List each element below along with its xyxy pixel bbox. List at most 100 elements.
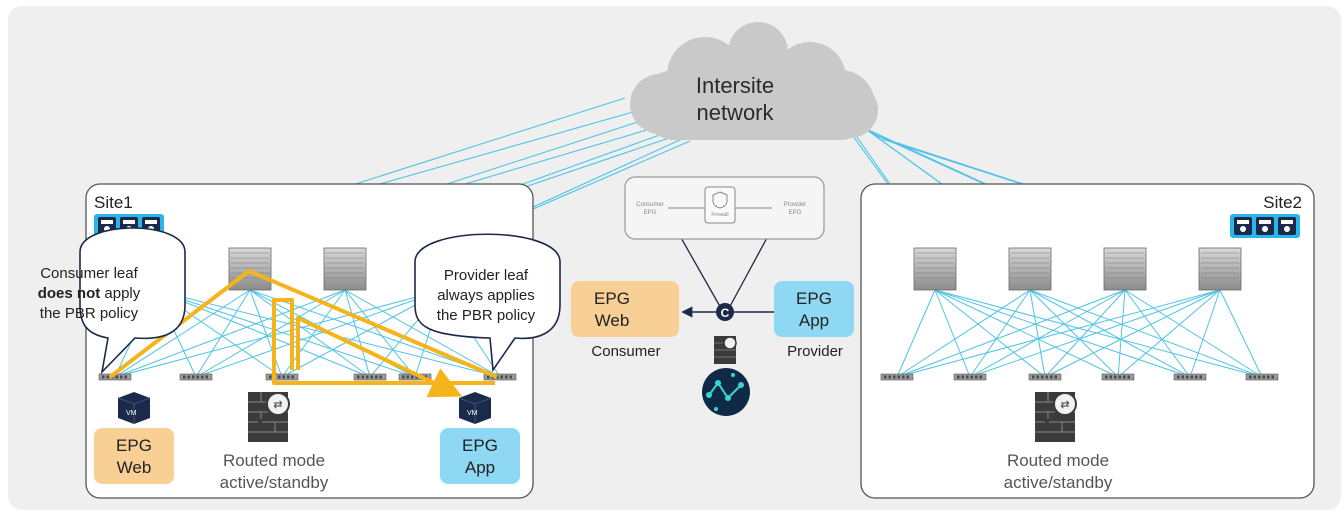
svg-text:App: App [799, 311, 829, 330]
fabric-link [1124, 289, 1263, 378]
fabric-link [1124, 289, 1191, 378]
site1-routed-mode-line1: Routed mode [223, 451, 325, 470]
contract-c-icon: C [716, 303, 734, 321]
leaf-switch-icon [265, 373, 299, 381]
fabric-link [1117, 289, 1221, 378]
site2-label: Site2 [1263, 193, 1302, 212]
site2-controller-cluster-icon [1230, 214, 1300, 238]
orchestrator-icon [702, 368, 750, 416]
vm-web-icon: VM [117, 392, 151, 424]
provider-bubble-line1: Provider leaf [444, 267, 529, 284]
fabric-link [934, 289, 971, 378]
fabric-link [1029, 289, 1263, 378]
fabric-link [1219, 289, 1263, 378]
fabric-link [1029, 289, 1191, 378]
svg-text:EPG: EPG [594, 289, 630, 308]
vm-app-icon: VM [458, 392, 492, 424]
fabric-link [195, 289, 346, 378]
fabric-link [934, 289, 1046, 378]
service-graph-box: Consumer EPG Firewall Provider EPG [624, 176, 825, 311]
svg-text:App: App [465, 458, 495, 477]
fabric-link [969, 289, 1031, 378]
svg-text:Web: Web [595, 311, 630, 330]
provider-to-firewall-path [272, 298, 495, 385]
site1-routed-mode-line2: active/standby [220, 473, 329, 492]
svg-text:⇄: ⇄ [273, 399, 282, 411]
svg-text:VM: VM [126, 410, 137, 417]
fabric-link [195, 289, 444, 378]
fabric-link [969, 289, 1126, 378]
provider-label: Provider [787, 343, 843, 360]
fabric-link [934, 289, 1263, 378]
cloud-label-line1: Intersite [696, 73, 774, 98]
fabric-link [896, 289, 936, 378]
consumer-bubble-line3: the PBR policy [40, 305, 139, 322]
graph-provider-epg-l1: Provider [784, 202, 806, 208]
fabric-link [249, 289, 371, 378]
traffic-path [108, 269, 498, 398]
site1-epg-web-box: EPG Web [94, 428, 174, 484]
leaf-switch-icon [179, 373, 213, 381]
fabric-link [896, 289, 1126, 378]
fabric-link [114, 289, 251, 378]
fabric-link [195, 289, 251, 378]
spine-switch-icon [1103, 247, 1147, 291]
fabric-link [1117, 289, 1126, 378]
leaf-switch-icon [1245, 373, 1279, 381]
svg-text:⇄: ⇄ [1060, 399, 1069, 411]
cloud-label-line2: network [696, 100, 774, 125]
provider-leaf-bubble: Provider leaf always applies the PBR pol… [414, 233, 561, 373]
graph-consumer-epg-l1: Consumer [636, 202, 664, 208]
fabric-link [344, 289, 371, 378]
fabric-link [1044, 289, 1221, 378]
center-epg-app-box: EPG App [774, 281, 854, 337]
site2-routed-mode-line1: Routed mode [1007, 451, 1109, 470]
fabric-link [1189, 289, 1221, 378]
svg-text:VM: VM [467, 410, 478, 417]
fabric-link [934, 289, 1119, 378]
firewall-to-app-path [296, 316, 463, 398]
intersite-network-cloud: Intersite network [630, 22, 878, 140]
spine-switch-icon [1198, 247, 1242, 291]
fabric-link [896, 289, 1221, 378]
fabric-link [896, 289, 1031, 378]
fabric-link [1029, 289, 1046, 378]
fabric-link [969, 289, 1221, 378]
fabric-link [249, 289, 283, 378]
consumer-bubble-line2: does not apply [38, 285, 141, 302]
fabric-link [934, 289, 1191, 378]
svg-text:C: C [721, 306, 730, 320]
provider-bubble-line3: the PBR policy [437, 307, 536, 324]
consumer-bubble-line1: Consumer leaf [40, 265, 138, 282]
fabric-link [114, 289, 346, 378]
leaf-switch-icon [1028, 373, 1062, 381]
graph-provider-epg-l2: EPG [789, 210, 802, 216]
fabric-link [1029, 289, 1119, 378]
fabric-link [344, 289, 501, 378]
consumer-to-spine-path [108, 269, 498, 379]
leaf-switch-icon [953, 373, 987, 381]
spine-switch-icon [323, 247, 367, 291]
svg-text:EPG: EPG [796, 289, 832, 308]
graph-firewall-label: Firewall [711, 212, 728, 218]
fabric-link [344, 289, 416, 378]
consumer-leaf-bubble: Consumer leaf does not apply the PBR pol… [38, 227, 186, 375]
consumer-label: Consumer [591, 343, 660, 360]
leaf-switch-icon [353, 373, 387, 381]
fabric-link [114, 289, 444, 378]
svg-text:EPG: EPG [116, 436, 152, 455]
fabric-link [154, 289, 416, 378]
provider-bubble-line2: always applies [437, 287, 535, 304]
center-epg-web-box: EPG Web [571, 281, 679, 337]
fabric-link [1044, 289, 1126, 378]
site2-routed-mode-line2: active/standby [1004, 473, 1113, 492]
graph-consumer-epg-l2: EPG [644, 210, 657, 216]
site2-firewall-icon: ⇄ [1035, 392, 1077, 442]
svg-text:EPG: EPG [462, 436, 498, 455]
leaf-switch-icon [880, 373, 914, 381]
site1-label: Site1 [94, 193, 133, 212]
spine-switch-icon [913, 247, 957, 291]
leaf-switch-icon [1101, 373, 1135, 381]
site1-firewall-icon: ⇄ [248, 392, 290, 442]
